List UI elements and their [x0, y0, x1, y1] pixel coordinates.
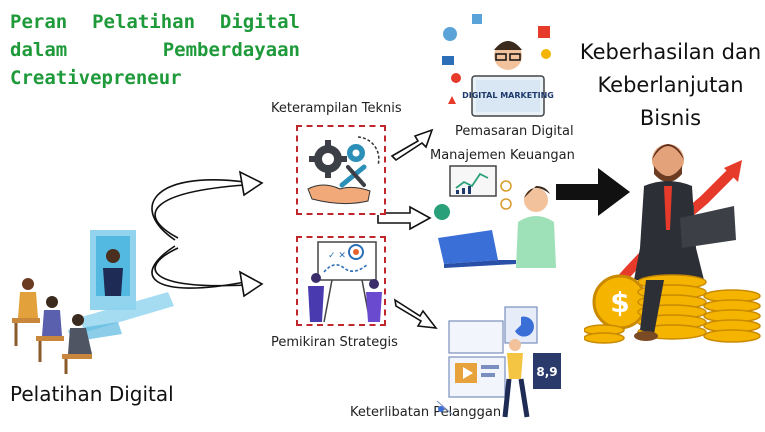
business-success-illustration: $: [584, 144, 761, 344]
marketing-screen-text: DIGITAL MARKETING: [462, 91, 554, 100]
label-keterampilan-teknis: Keterampilan Teknis: [271, 101, 402, 116]
title-word: dalam: [10, 39, 68, 61]
technical-skill-box: [296, 125, 386, 215]
title-word: Peran: [10, 11, 68, 33]
label-pemikiran-strategis: Pemikiran Strategis: [271, 335, 398, 350]
goal-label: Keberhasilan dan Keberlanjutan Bisnis: [579, 40, 762, 130]
arrow-to-marketing-icon: [390, 128, 434, 162]
label-pemasaran-digital: Pemasaran Digital: [455, 124, 574, 139]
label-pelatihan-digital: Pelatihan Digital: [10, 382, 174, 406]
curved-arrow-up: [151, 179, 246, 241]
svg-text:✓ ✕: ✓ ✕: [328, 251, 346, 261]
big-arrow-icon: [556, 168, 630, 216]
digital-marketing-illustration: DIGITAL MARKETING: [442, 14, 554, 117]
diagram-title: Peran Pelatihan Digital dalam Pemberdaya…: [10, 8, 300, 92]
growth-arrow-icon: [724, 160, 742, 182]
arrowhead-icon: [238, 270, 264, 298]
title-word: Pelatihan: [92, 11, 196, 33]
strategic-thinking-box: ✓ ✕: [296, 236, 386, 326]
arrow-to-finance-icon: [377, 205, 432, 231]
label-manajemen-keuangan: Manajemen Keuangan: [430, 148, 575, 163]
title-word: Pemberdayaan: [162, 39, 300, 61]
engagement-value-text: 8,9: [536, 365, 557, 379]
label-keterlibatan-pelanggan: Keterlibatan Pelanggan: [350, 405, 502, 420]
arrowhead-icon: [238, 170, 264, 197]
svg-text:$: $: [610, 286, 629, 319]
financial-management-illustration: [434, 165, 556, 268]
title-word: Digital: [219, 11, 300, 33]
strategy-board-icon: ✓ ✕: [308, 241, 382, 323]
customer-engagement-illustration: 8,9: [436, 306, 561, 418]
title-word: Creativepreneur: [10, 67, 182, 89]
arrow-to-engagement-icon: [393, 298, 438, 330]
gears-tools-icon: [307, 136, 380, 205]
online-training-illustration: [12, 230, 174, 374]
